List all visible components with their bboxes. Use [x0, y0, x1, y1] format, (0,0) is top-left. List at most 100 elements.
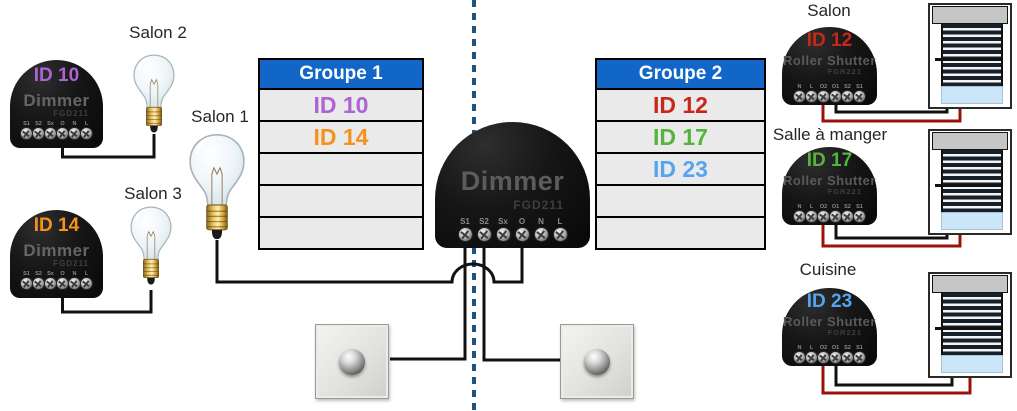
terminal-label: O2: [819, 84, 828, 90]
terminal-screw: [477, 228, 491, 241]
terminal-screw: [69, 128, 80, 139]
terminal-screw: [33, 128, 44, 139]
terminal-screw: [806, 352, 817, 363]
bulb-salon1: [188, 133, 246, 241]
terminal-screw: [854, 91, 865, 102]
terminal-screw: [818, 352, 829, 363]
terminal-screw: [81, 128, 92, 139]
terminal-screw: [69, 278, 80, 289]
terminal-screw: [57, 128, 68, 139]
terminal-screw: [830, 91, 841, 102]
group2-row-1: ID 12: [597, 88, 764, 120]
terminal-screw: [818, 91, 829, 102]
module-name: Dimmer: [23, 241, 90, 260]
terminal-screw: [45, 278, 56, 289]
terminal-screw: [33, 278, 44, 289]
module-id-label: ID 23: [806, 291, 853, 312]
terminal-label: S1: [856, 84, 863, 90]
terminal-label: L: [809, 345, 814, 351]
terminal-screw: [806, 91, 817, 102]
terminal-label: N: [797, 204, 802, 210]
terminal-screw: [842, 211, 853, 222]
terminal-label: N: [797, 84, 802, 90]
terminal-screw: [854, 211, 865, 222]
terminal-label: L: [84, 121, 89, 127]
module-model: FGD211: [53, 259, 89, 268]
terminal-screw: [794, 211, 805, 222]
terminal-screw: [21, 278, 32, 289]
label-salon1: Salon 1: [191, 107, 249, 126]
module-id-label: ID 17: [806, 150, 853, 171]
window-cassette: [932, 6, 1008, 24]
roller-shutter-window-cuisine: [928, 272, 1012, 378]
wire-s2-to-right-switch: [482, 232, 562, 362]
terminal-screw: [842, 91, 853, 102]
terminal-label: Sx: [498, 217, 508, 226]
terminal-label: S2: [844, 204, 851, 210]
terminal-screw: [81, 278, 92, 289]
group1-row-1: ID 10: [260, 88, 422, 120]
window-glass: [941, 86, 1003, 104]
group1-row-5: [260, 216, 422, 248]
window-glass: [941, 212, 1003, 230]
terminal-screw: [553, 228, 567, 241]
module-name: Dimmer: [23, 91, 90, 110]
module-model: FGR221: [827, 328, 862, 337]
shutter-curtain: [941, 24, 1003, 86]
terminal-label: N: [797, 345, 802, 351]
terminal-label: S2: [35, 271, 42, 277]
terminal-screw: [21, 128, 32, 139]
terminal-label: O: [518, 217, 526, 226]
terminal-label: O: [60, 121, 65, 127]
group1-table: Groupe 1 ID 10 ID 14: [258, 58, 424, 250]
module-id-label: ID 10: [33, 65, 80, 86]
group2-row-4: [597, 184, 764, 216]
module-id-label: ID 14: [33, 215, 80, 236]
terminal-label: N: [72, 271, 77, 277]
terminal-screw: [830, 211, 841, 222]
module-model: FGD211: [513, 198, 564, 212]
terminal-screw: [45, 128, 56, 139]
module-model: FGR221: [827, 67, 862, 76]
roller-shutter-window-salle: [928, 129, 1012, 235]
label-salle-a-manger: Salle à manger: [772, 125, 888, 144]
switch-button: [584, 348, 610, 375]
terminal-label: S2: [844, 84, 851, 90]
terminal-label: O2: [819, 204, 828, 210]
shutter-bottom-bar: [935, 184, 1002, 187]
terminal-screw: [496, 228, 510, 241]
group1-row-2: ID 14: [260, 120, 422, 152]
terminal-screw: [806, 211, 817, 222]
wire-o2-shutter-cuisine: [821, 352, 972, 395]
group1-row-3: [260, 152, 422, 184]
group1-row-4: [260, 184, 422, 216]
group2-title: Groupe 2: [597, 60, 764, 88]
terminal-screw: [794, 352, 805, 363]
terminal-screw: [830, 352, 841, 363]
window-cassette: [932, 275, 1008, 293]
terminal-screw: [515, 228, 529, 241]
wire-o1-shutter-cuisine: [834, 352, 954, 387]
bulb-salon3: [129, 205, 173, 286]
terminal-screw: [534, 228, 548, 241]
terminal-screw: [57, 278, 68, 289]
terminal-label: S2: [844, 345, 851, 351]
module-model: FGR221: [827, 187, 862, 196]
terminal-label: O2: [819, 345, 828, 351]
roller-shutter-window-salon: [928, 3, 1012, 109]
terminal-label: L: [809, 84, 814, 90]
module-name: Roller Shutter: [783, 173, 876, 188]
terminal-screw: [854, 352, 865, 363]
label-salon3: Salon 3: [124, 184, 182, 203]
terminal-label: O1: [831, 84, 840, 90]
group2-row-5: [597, 216, 764, 248]
